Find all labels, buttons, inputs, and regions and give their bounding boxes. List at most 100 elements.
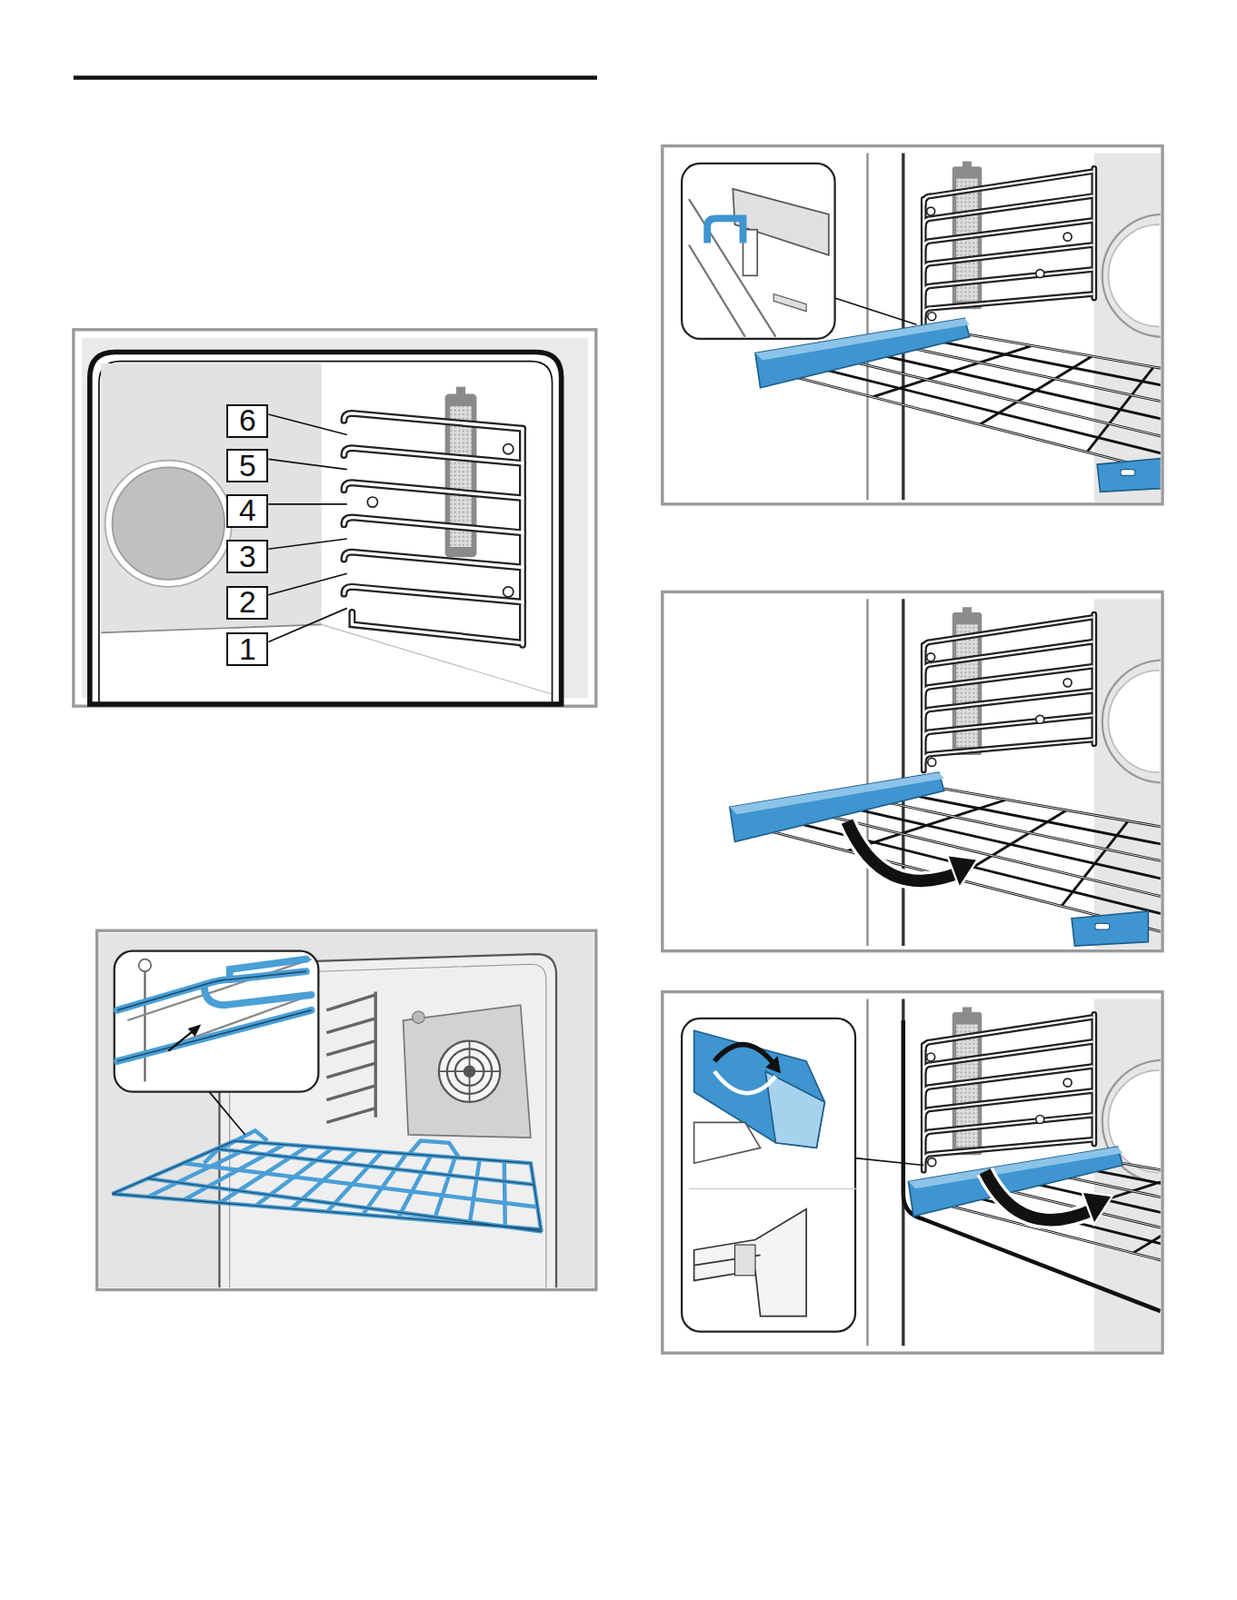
rack-levels-panel-part-part bbox=[520, 428, 524, 646]
shelf-attach-panel-part-part bbox=[755, 318, 1161, 492]
rack-levels-panel-part-part bbox=[503, 444, 514, 455]
rack-levels-panel-part bbox=[343, 413, 523, 646]
shelf-lock-panel-part-part bbox=[855, 1158, 924, 1167]
shelf-pull-panel-part-part bbox=[947, 855, 978, 888]
rack-levels-panel-part bbox=[99, 361, 553, 705]
insert-rack-panel-part bbox=[143, 964, 146, 1082]
callout-box: 6 bbox=[226, 404, 269, 439]
callout-number: 6 bbox=[239, 405, 257, 437]
shelf-pull-panel-part-part bbox=[847, 821, 960, 881]
callout-box: 4 bbox=[226, 494, 269, 529]
shelf-lock-panel-part-part bbox=[985, 1171, 1095, 1220]
callout-number: 2 bbox=[239, 587, 257, 619]
rack-levels-panel-part bbox=[445, 394, 478, 559]
rack-levels-panel-part bbox=[456, 387, 466, 396]
shelf-lock-panel-part bbox=[688, 1188, 858, 1190]
callout-box: 5 bbox=[226, 448, 269, 483]
shelf-lock-panel-part-part bbox=[907, 1147, 1160, 1321]
insert-rack-panel-part-part-part bbox=[112, 1141, 542, 1231]
shelf-lock-panel-part bbox=[714, 1071, 776, 1094]
insert-rack-panel-part-part-part bbox=[362, 1154, 407, 1216]
rack-levels-panel-part-part bbox=[351, 612, 523, 644]
shelf-attach-panel-part bbox=[681, 163, 835, 340]
insert-rack-panel-part-part-part bbox=[112, 1141, 542, 1231]
callout-number: 1 bbox=[239, 634, 257, 666]
insert-rack-panel-part-part-part bbox=[204, 1130, 269, 1164]
rack-levels-panel-part bbox=[100, 624, 322, 633]
rack-levels-panel-part-part bbox=[343, 552, 523, 569]
shelf-lock-panel-part bbox=[694, 1122, 761, 1164]
insert-rack-panel-part-part bbox=[117, 1010, 311, 1062]
rack-levels-panel-part-part bbox=[518, 428, 527, 646]
insert-rack-panel-part bbox=[117, 959, 311, 1062]
shelf-lock-panel-part-part bbox=[985, 1171, 1095, 1220]
shelf-attach-panel-part bbox=[773, 294, 807, 312]
rack-levels-panel-part bbox=[343, 413, 523, 646]
insert-rack-panel-part-part bbox=[412, 1011, 425, 1024]
rack-levels-panel-part bbox=[73, 329, 597, 707]
insert-rack-panel-part-part-part bbox=[469, 1159, 480, 1226]
insert-rack-panel-part-part bbox=[326, 992, 376, 1124]
rack-levels-panel-part-part bbox=[343, 482, 523, 499]
rack-levels-panel-part-part bbox=[343, 517, 523, 533]
rack-levels-panel-part-part bbox=[503, 587, 514, 598]
shelf-pull-panel-part bbox=[662, 591, 1163, 951]
insert-rack-panel-part bbox=[114, 951, 320, 1093]
leader-line-part bbox=[268, 503, 347, 506]
callout-number: 5 bbox=[239, 450, 257, 482]
shelf-lock-panel-part bbox=[735, 1245, 756, 1277]
insert-rack-panel-part-part-part bbox=[216, 1149, 534, 1186]
insert-rack-panel-part-part bbox=[112, 1141, 543, 1233]
shelf-attach-panel-part-part bbox=[835, 298, 918, 325]
insert-rack-panel-part-part-part bbox=[216, 1149, 534, 1186]
rack-levels-panel-part-part bbox=[343, 552, 523, 569]
callout-number: 3 bbox=[239, 541, 257, 573]
insert-rack-panel-part-part-part bbox=[148, 1178, 542, 1232]
shelf-pull-panel-part-part bbox=[729, 772, 1161, 947]
rack-levels-panel-part bbox=[367, 444, 514, 598]
shelf-pull-panel bbox=[662, 591, 1189, 951]
insert-rack-panel-part bbox=[99, 932, 595, 1288]
insert-rack-panel-part-part-part bbox=[326, 1108, 376, 1124]
insert-rack-panel-part bbox=[117, 971, 311, 1062]
shelf-lock-panel-part bbox=[681, 1018, 856, 1333]
insert-rack-panel-part-part-part bbox=[374, 992, 378, 1118]
insert-rack-panel-part-part-part bbox=[326, 995, 376, 1011]
insert-rack-panel-part-part bbox=[204, 985, 312, 1006]
leader-line-part bbox=[268, 458, 347, 469]
insert-rack-panel-part-part bbox=[99, 932, 595, 1288]
shelf-lock-panel-part-part bbox=[1081, 1192, 1113, 1226]
shelf-attach-panel-part bbox=[707, 218, 743, 243]
rack-levels-panel-part bbox=[105, 460, 232, 588]
shelf-attach-panel bbox=[662, 146, 1216, 506]
insert-rack-panel-part bbox=[97, 930, 597, 1290]
insert-rack-panel-part-part-part bbox=[148, 1178, 542, 1232]
insert-rack-panel-part-part bbox=[112, 1130, 543, 1232]
rack-levels-panel-part-part bbox=[343, 587, 523, 603]
rack-levels-panel-part-part bbox=[343, 517, 523, 533]
rack-levels-panel-part bbox=[112, 467, 226, 580]
shelf-lock-panel-part bbox=[855, 998, 1161, 1351]
rack-levels-panel-part-part bbox=[367, 497, 378, 508]
insert-rack-panel-part-part bbox=[438, 1041, 500, 1103]
shelf-pull-panel-part-part bbox=[867, 598, 1160, 949]
rack-levels-panel-part bbox=[89, 352, 562, 705]
insert-rack-panel-part-part bbox=[209, 1092, 245, 1136]
shelf-lock-panel-part bbox=[765, 1071, 825, 1148]
leader-line-part bbox=[268, 538, 347, 549]
insert-rack-panel-part-part bbox=[117, 1010, 311, 1062]
insert-rack-panel-part-part-part bbox=[326, 1086, 376, 1101]
insert-rack-panel-part-part-part bbox=[326, 1063, 376, 1078]
leader-line-part bbox=[268, 608, 347, 642]
insert-rack-panel-part-part-part bbox=[326, 1018, 376, 1034]
rack-levels-panel-part-part bbox=[351, 612, 523, 644]
insert-rack-panel-part bbox=[127, 959, 311, 1021]
callout-box: 2 bbox=[226, 586, 269, 620]
insert-rack-panel-part-part-part bbox=[398, 1156, 431, 1218]
rack-levels-panel-part-part bbox=[343, 587, 523, 603]
rack-levels-panel-part-part bbox=[343, 413, 523, 429]
insert-rack-panel-part-part-part bbox=[255, 1147, 333, 1207]
shelf-pull-panel-part bbox=[729, 598, 1161, 949]
